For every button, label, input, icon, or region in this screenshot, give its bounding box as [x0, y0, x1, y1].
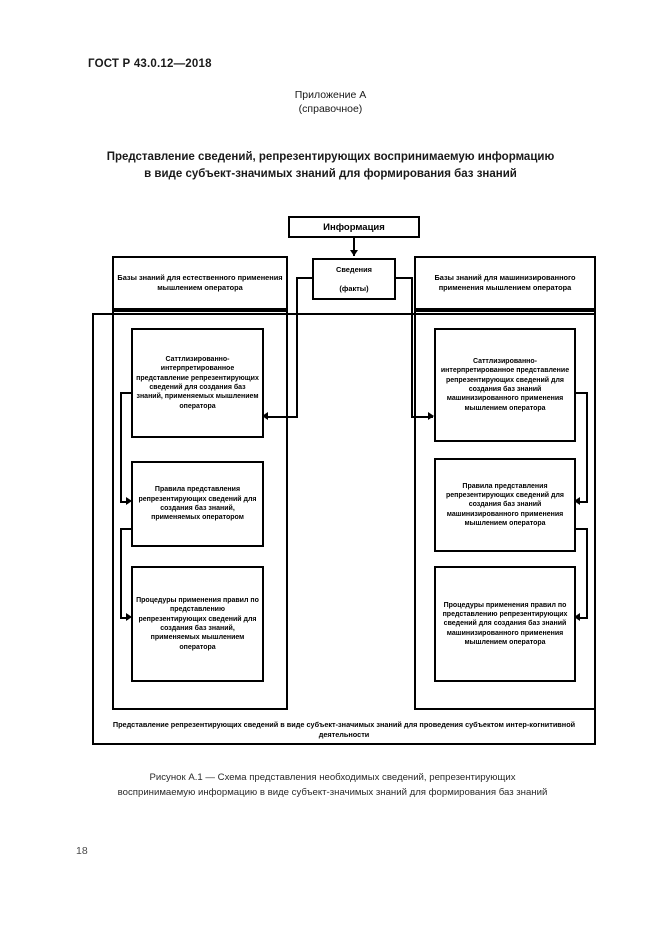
annex-heading: Приложение А (справочное)	[0, 88, 661, 116]
svedeniya-line-1: Сведения	[335, 264, 372, 274]
svedeniya-line-2: (факты)	[339, 283, 369, 293]
arrowhead-left-icon	[574, 613, 580, 621]
edge-svedeniya-left-stub	[296, 277, 314, 279]
arrowhead-left-icon	[262, 412, 268, 420]
edge-right-2-3-out	[575, 528, 588, 530]
left-step-2: Правила представления репрезентирующих с…	[131, 461, 264, 547]
annex-kind: (справочное)	[298, 103, 363, 115]
figure-caption: Рисунок А.1 — Схема представления необхо…	[60, 771, 605, 800]
arrowhead-right-icon	[126, 497, 132, 505]
edge-information-to-svedeniya	[353, 238, 355, 256]
left-step-1: Саттлизированно-интерпретированное предс…	[131, 328, 264, 438]
arrowhead-right-icon	[126, 613, 132, 621]
page-title-line-2: в виде субъект-значимых знаний для форми…	[144, 168, 517, 180]
right-step-3: Процедуры применения правил по представл…	[434, 566, 576, 682]
edge-svedeniya-right-stub	[394, 277, 412, 279]
right-step-2: Правила представления репрезентирующих с…	[434, 458, 576, 552]
edge-into-left-step1	[268, 416, 298, 418]
annex-label: Приложение А	[294, 89, 367, 101]
node-right-branch-header: Базы знаний для машинизированного примен…	[414, 256, 596, 310]
edge-right-1-2-vertical	[586, 392, 588, 502]
page-number: 18	[76, 845, 88, 857]
node-svedeniya-fakty: Сведения (факты)	[312, 258, 396, 300]
edge-svedeniya-right-drop	[411, 277, 413, 417]
figure-a1: Информация Сведения (факты) Базы знаний …	[92, 216, 596, 745]
page-title-line-1: Представление сведений, репрезентирующих…	[106, 151, 555, 163]
figure-caption-line-1: Рисунок А.1 — Схема представления необхо…	[149, 772, 516, 783]
edge-svedeniya-left-drop	[296, 277, 298, 417]
edge-right-2-3-vertical	[586, 528, 588, 618]
page-title: Представление сведений, репрезентирующих…	[0, 149, 661, 183]
edge-left-2-3-out	[120, 528, 132, 530]
arrowhead-right-icon	[428, 412, 434, 420]
edge-right-1-2-out	[575, 392, 588, 394]
edge-right-1-2-in	[580, 501, 588, 503]
node-left-branch-header: Базы знаний для естественного применения…	[112, 256, 288, 310]
right-column-frame	[414, 310, 596, 710]
left-column-frame	[112, 310, 288, 710]
left-step-3: Процедуры применения правил по представл…	[131, 566, 264, 682]
arrowhead-down-icon	[350, 250, 358, 256]
edge-left-1-2-out	[120, 392, 132, 394]
edge-left-1-2-in	[120, 501, 128, 503]
figure-caption-line-2: воспринимаемую информацию в виде субъект…	[117, 786, 548, 798]
right-step-1: Саттлизированно-интерпретированное предс…	[434, 328, 576, 442]
standard-number: ГОСТ Р 43.0.12—2018	[88, 58, 212, 70]
footer-band-text: Представление репрезентирующих сведений …	[112, 720, 576, 739]
edge-left-1-2-vertical	[120, 392, 122, 502]
arrowhead-left-icon	[574, 497, 580, 505]
edge-into-right-step1	[411, 416, 433, 418]
node-information: Информация	[288, 216, 420, 238]
edge-left-2-3-in	[120, 617, 128, 619]
edge-right-2-3-in	[580, 617, 588, 619]
edge-left-2-3-vertical	[120, 528, 122, 618]
